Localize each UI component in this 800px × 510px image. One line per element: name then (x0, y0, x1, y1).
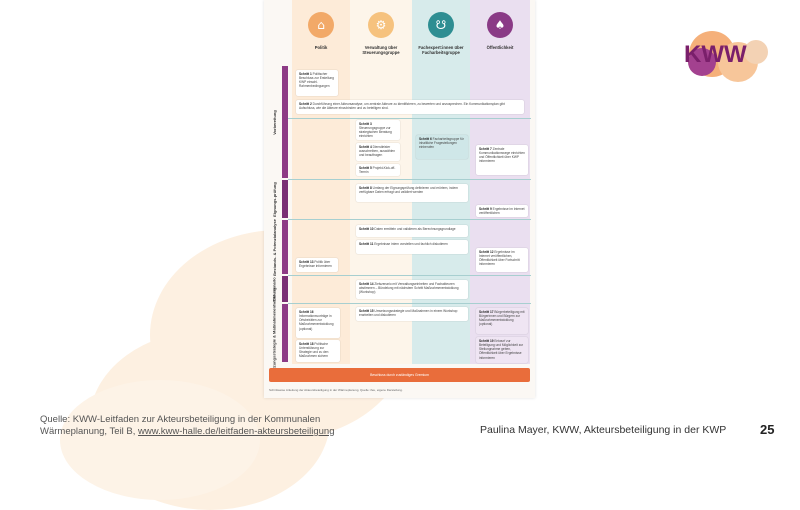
step-card: Schritt 6 Facharbeitsgruppe für inhaltli… (416, 135, 468, 159)
phase-label: Vorbereitung (271, 109, 277, 135)
source-line-1: Quelle: KWW-Leitfaden zur Akteursbeteili… (40, 414, 321, 425)
step-card: Schritt 10 Daten ermitteln und validiere… (356, 225, 468, 237)
step-card: Schritt 12 Ergebnisse im Internet veröff… (476, 248, 528, 272)
phase-label: Umsetzungsstrategie & Maßnahmenentwicklu… (271, 286, 277, 380)
column-label-verwaltung: Verwaltung über Steuerungsgruppe (362, 45, 400, 55)
step-card: Schritt 16 Informationsvorträge in Ortsb… (296, 308, 340, 338)
step-card: Schritt 3 Steuerungsgruppe zur strategis… (356, 120, 400, 140)
step-card: Schritt 5 Projekt-Kick-off-Termin (356, 164, 400, 176)
connector-line (288, 303, 531, 304)
phase-label: Bestands- & Potenzialanalyse (271, 218, 277, 276)
step-card: Schritt 15 Umsetzungsstrategie und Maßna… (356, 307, 468, 321)
source-link[interactable]: www.kww-halle.de/leitfaden-akteursbeteil… (138, 426, 335, 437)
column-label-politik: Politik (314, 45, 328, 50)
phase-bar (282, 220, 288, 274)
step-card: Schritt 9 Ergebnisse im Internet veröffe… (476, 205, 528, 217)
connector-line (288, 179, 531, 180)
source-line-2: Wärmeplanung, Teil B, www.kww-halle.de/l… (40, 426, 335, 438)
slide: ⌂ ⚙ ☋ ♠ Politik Verwaltung über Steuerun… (40, 0, 786, 510)
step-card: Schritt 11 Ergebnisse intern vorstellen … (356, 240, 468, 254)
column-label-oeffentlichkeit: Öffentlichkeit (486, 45, 514, 50)
phase-bar (282, 180, 288, 218)
svg-text:KWW: KWW (684, 41, 747, 68)
leitfaden-figure: ⌂ ⚙ ☋ ♠ Politik Verwaltung über Steuerun… (264, 0, 535, 398)
phase-label: Eignungs-prüfung (271, 181, 277, 217)
step-card: Schritt 2 Durchführung einer Akteursanal… (296, 100, 524, 114)
phase-bar (282, 304, 288, 362)
decor-blob (60, 380, 260, 500)
step-card: Schritt 14 Zielszenario mit Verwaltungse… (356, 280, 468, 299)
kww-logo-graphic: KWW (684, 31, 768, 82)
network-icon: ☋ (428, 12, 454, 38)
phase-bar (282, 66, 288, 178)
connector-line (288, 275, 531, 276)
step-card: Schritt 7 Zentrale Kommunikationswege ei… (476, 145, 528, 175)
building-icon: ⌂ (308, 12, 334, 38)
connector-line (288, 219, 531, 220)
source-prefix: Wärmeplanung, Teil B, (40, 426, 139, 437)
people-gear-icon: ⚙ (368, 12, 394, 38)
column-label-fachexperten: Fachexpert:innen über Facharbeitsgruppe (418, 45, 464, 55)
step-card: Schritt 8 Umfang der Eignungsprüfung def… (356, 184, 468, 202)
source-citation: Quelle: KWW-Leitfaden zur Akteursbeteili… (40, 414, 335, 438)
presenter-footer: Paulina Mayer, KWW, Akteursbeteiligung i… (480, 424, 727, 436)
phase-bar (282, 276, 288, 302)
step-card: Schritt 19 Entwurf zur Beteiligung und M… (476, 337, 528, 363)
step-card: Schritt 13 Politik über Ergebnisse infor… (296, 258, 338, 272)
step-card: Schritt 18 Politische Unterstützung zur … (296, 340, 340, 362)
step-card: Schritt 1 Politischer Beschluss zur Erst… (296, 70, 338, 96)
connector-line (288, 118, 531, 119)
resolution-bar: Beschluss durch zuständiges Gremium (269, 368, 530, 382)
step-card: Schritt 4 Dienstleister ausschreiben, au… (356, 143, 400, 161)
step-card: Schritt 17 Bürgerbeteiligung mit Bürgeri… (476, 308, 528, 334)
kww-logo: KWW (676, 28, 786, 84)
figure-caption: Schrittweise Anleitung der Akteursbeteil… (269, 388, 403, 392)
page-number: 25 (760, 422, 775, 437)
crowd-icon: ♠ (487, 12, 513, 38)
